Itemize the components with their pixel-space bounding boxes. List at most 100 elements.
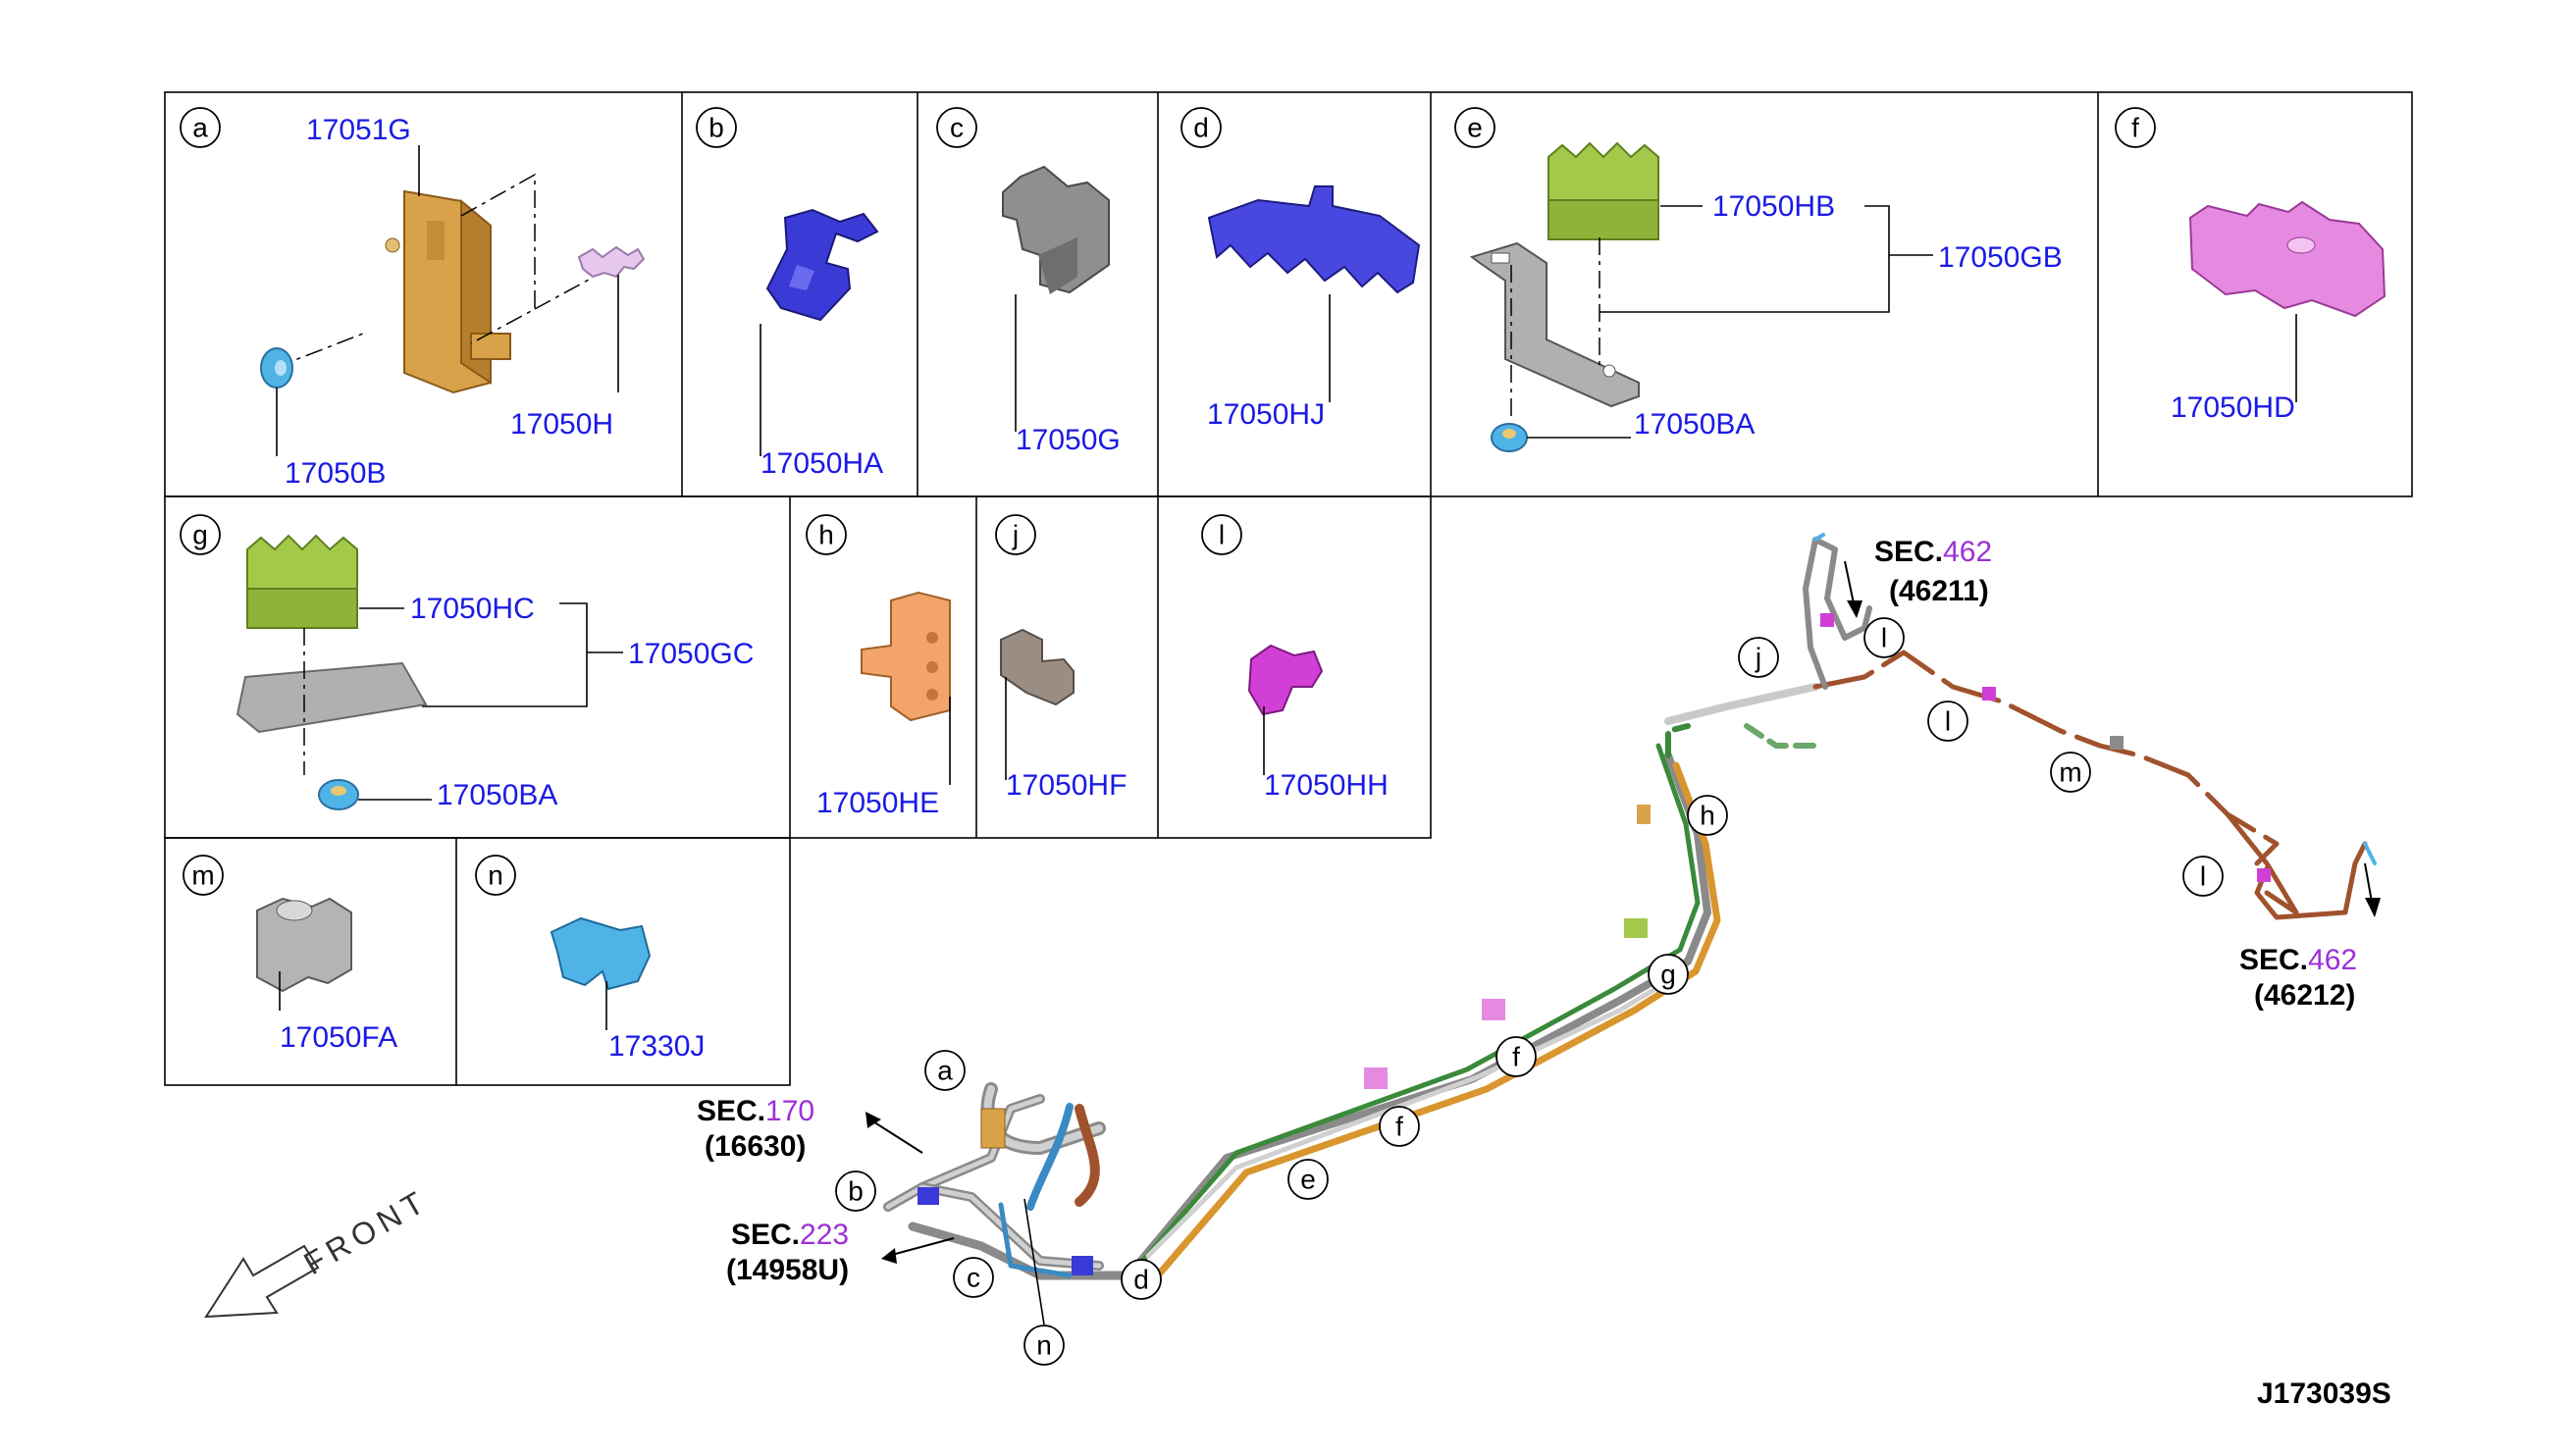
fuel-tube-assembly: [883, 533, 2377, 1280]
asm-callout-d: d: [1133, 1265, 1149, 1295]
label-17050HC: 17050HC: [410, 593, 535, 625]
clip-17050HJ[interactable]: [1207, 185, 1421, 294]
clip-17050H[interactable]: [577, 245, 646, 279]
clip-17050HH[interactable]: [1247, 644, 1324, 716]
panel-f: f 17050HD: [2115, 107, 2386, 424]
clip-17050HF[interactable]: [1000, 628, 1075, 706]
panel-b: b 17050HA: [696, 107, 883, 480]
sec-170-code: (16630): [705, 1130, 806, 1163]
sec-223-number: 223: [800, 1219, 849, 1251]
label-17050HF: 17050HF: [1006, 769, 1127, 802]
clip-17050FA[interactable]: [256, 897, 352, 993]
label-17050HA: 17050HA: [761, 447, 883, 480]
clip-17050HC[interactable]: [246, 534, 358, 629]
callout-b: b: [708, 113, 724, 143]
callout-n: n: [488, 860, 503, 891]
bracket-17051G[interactable]: [385, 189, 511, 394]
nut-17050BA-g[interactable]: [318, 779, 359, 810]
label-17050HJ: 17050HJ: [1207, 398, 1325, 431]
label-17050HE: 17050HE: [816, 787, 939, 819]
sec-170-prefix: SEC.: [697, 1095, 765, 1127]
assembly-callouts: a b c d e f f g h j l l m l n: [835, 617, 2224, 1366]
callout-j: j: [1012, 520, 1019, 550]
sec-462-top-code: (46211): [1889, 575, 1989, 607]
panel-j: j 17050HF: [995, 514, 1127, 802]
callout-h: h: [818, 520, 834, 550]
asm-callout-l2: l: [1945, 706, 1951, 737]
asm-callout-f2: f: [1512, 1042, 1520, 1072]
sec-170-number: 170: [765, 1095, 814, 1127]
panel-e: e 17050HB 17050GB 17050BA: [1454, 107, 2063, 452]
label-17050BA: 17050BA: [1634, 408, 1755, 441]
label-17330J: 17330J: [608, 1030, 705, 1063]
sec-170[interactable]: SEC.170 (16630): [697, 1095, 814, 1163]
sec-223-code: (14958U): [726, 1254, 849, 1286]
label-17050GB: 17050GB: [1938, 241, 2063, 274]
label-17050BA-g: 17050BA: [437, 779, 557, 811]
sec-462-top-number: 462: [1943, 536, 1992, 568]
panel-c: c 17050G: [936, 107, 1121, 456]
panel-h: h 17050HE: [806, 514, 951, 819]
callout-m: m: [191, 860, 214, 891]
nut-17050B[interactable]: [260, 347, 293, 389]
sec-462-top[interactable]: SEC.462 (46211): [1874, 536, 1992, 607]
sec-223-prefix: SEC.: [731, 1219, 800, 1251]
svg-text:SEC.223: SEC.223: [731, 1219, 849, 1251]
callout-c: c: [950, 113, 964, 143]
parts-grid: [164, 91, 2413, 1086]
clip-17050HB[interactable]: [1547, 141, 1659, 240]
clip-17050HD[interactable]: [2188, 200, 2386, 318]
label-17050GC: 17050GC: [628, 638, 754, 670]
label-17050HB: 17050HB: [1712, 190, 1835, 223]
callout-a: a: [192, 113, 208, 143]
callout-e: e: [1467, 113, 1483, 143]
asm-callout-n: n: [1036, 1330, 1052, 1361]
panel-m: m 17050FA: [183, 855, 397, 1054]
clip-17050HE[interactable]: [861, 591, 951, 722]
callout-f: f: [2131, 113, 2139, 143]
asm-callout-f1: f: [1395, 1112, 1403, 1142]
sec-462-right-code: (46212): [2254, 979, 2355, 1012]
label-17050FA: 17050FA: [280, 1021, 397, 1054]
panel-g: g 17050HC 17050GC 17050BA: [180, 514, 754, 811]
svg-text:SEC.462: SEC.462: [1874, 536, 1992, 568]
label-17050B: 17050B: [285, 457, 386, 490]
svg-text:SEC.462: SEC.462: [2239, 944, 2357, 976]
label-17050HD: 17050HD: [2171, 391, 2295, 424]
label-17050G: 17050G: [1016, 424, 1121, 456]
front-label: FRONT: [298, 1182, 435, 1281]
callout-g: g: [192, 520, 208, 550]
front-indicator: FRONT: [204, 1182, 435, 1319]
label-17051G: 17051G: [306, 114, 411, 146]
clip-17330J[interactable]: [550, 916, 652, 991]
asm-callout-l1: l: [1881, 623, 1887, 653]
callout-l: l: [1219, 520, 1225, 550]
asm-callout-a: a: [937, 1056, 953, 1086]
asm-callout-j: j: [1755, 643, 1761, 673]
clip-17050HA[interactable]: [765, 208, 879, 322]
asm-callout-b: b: [848, 1176, 864, 1207]
bracket-17050GB[interactable]: [1469, 241, 1640, 408]
panel-d: d 17050HJ: [1180, 107, 1421, 431]
sec-462-right-prefix: SEC.: [2239, 944, 2308, 976]
asm-callout-c: c: [967, 1263, 980, 1293]
clip-17050G[interactable]: [1002, 165, 1110, 294]
callout-d: d: [1193, 113, 1209, 143]
label-17050H: 17050H: [510, 408, 613, 441]
asm-callout-e: e: [1300, 1165, 1316, 1195]
nut-17050BA-e[interactable]: [1491, 423, 1528, 452]
sec-462-right-number: 462: [2308, 944, 2357, 976]
label-17050HH: 17050HH: [1264, 769, 1389, 802]
panel-l: l 17050HH: [1201, 514, 1389, 802]
sec-223[interactable]: SEC.223 (14958U): [726, 1219, 849, 1286]
asm-callout-g: g: [1660, 960, 1676, 990]
sec-462-right[interactable]: SEC.462 (46212): [2239, 944, 2357, 1012]
asm-callout-h: h: [1700, 801, 1715, 831]
panel-n: n 17330J: [475, 855, 705, 1063]
asm-callout-l3: l: [2200, 861, 2206, 892]
sec-462-top-prefix: SEC.: [1874, 536, 1943, 568]
bracket-17050GC[interactable]: [236, 661, 428, 734]
asm-callout-m: m: [2059, 757, 2081, 788]
section-arrows: [865, 560, 2381, 1264]
